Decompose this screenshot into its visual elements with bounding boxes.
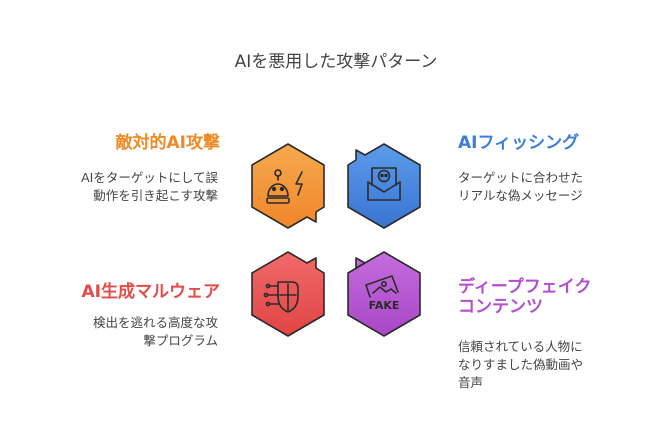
desc-line: AIをターゲットにして誤 xyxy=(81,170,218,185)
desc-line: ターゲットに合わせた xyxy=(458,170,584,185)
diagram-title: AIを悪用した攻撃パターン xyxy=(234,52,438,72)
heading-ai-phishing: AIフィッシング xyxy=(458,133,580,153)
hexagon-deepfake: FAKE xyxy=(347,251,421,337)
fake-image-icon: FAKE xyxy=(365,275,400,312)
heading-adversarial-ai: 敵対的AI攻撃 xyxy=(115,133,220,153)
desc-deepfake: 信頼されている人物に なりすました偽動画や 音声 xyxy=(458,338,583,392)
desc-line: 音声 xyxy=(458,375,484,390)
desc-ai-malware: 検出を逃れる高度な攻 撃プログラム xyxy=(50,314,218,350)
desc-ai-phishing: ターゲットに合わせた リアルな偽メッセージ xyxy=(458,169,583,205)
desc-line: 信頼されている人物に xyxy=(458,339,583,354)
heading-line: コンテンツ xyxy=(458,297,543,317)
fake-label: FAKE xyxy=(369,299,400,312)
heading-line: ディープフェイク xyxy=(458,277,592,297)
hexagon-ai-phishing xyxy=(347,143,421,229)
desc-line: なりすました偽動画や xyxy=(458,357,584,372)
malware-chip-icon xyxy=(263,281,299,313)
skull-envelope-icon xyxy=(367,167,401,201)
desc-line: 検出を逃れる高度な攻 xyxy=(92,315,218,330)
desc-line: 動作を引き起こす攻撃 xyxy=(93,188,218,203)
robot-lightning-icon xyxy=(266,169,303,204)
hexagon-adversarial-ai xyxy=(251,143,325,229)
hexagon-ai-malware xyxy=(251,251,325,337)
heading-deepfake: ディープフェイク コンテンツ xyxy=(458,277,591,317)
heading-ai-malware: AI生成マルウェア xyxy=(81,282,220,302)
desc-adversarial-ai: AIをターゲットにして誤 動作を引き起こす攻撃 xyxy=(50,169,218,205)
desc-line: リアルな偽メッセージ xyxy=(458,188,583,203)
desc-line: 撃プログラム xyxy=(143,333,218,348)
